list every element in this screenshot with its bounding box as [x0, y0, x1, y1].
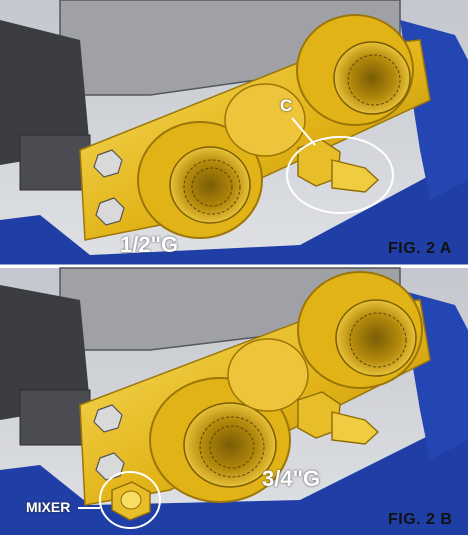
mixer-plug	[111, 481, 151, 521]
middle-boss	[227, 338, 309, 412]
callout-circle	[286, 136, 394, 214]
bracket	[19, 389, 91, 446]
blue-base	[0, 170, 468, 265]
mixer-callout-circle	[99, 471, 161, 529]
port-upper-right	[297, 271, 423, 389]
mixer-label: MIXER	[26, 499, 71, 515]
panel-fig-2b	[0, 267, 468, 535]
middle-boss	[224, 83, 306, 157]
bolt-icon	[93, 149, 125, 226]
callout-leader	[291, 117, 316, 146]
figure-label: FIG. 2 B	[388, 511, 453, 528]
panel-fig-2a	[0, 0, 468, 265]
thread-size-label: 3/4"G	[262, 466, 321, 491]
thread-size-label: 1/2"G	[120, 232, 179, 257]
port-half-inch	[137, 121, 263, 239]
port-upper-right	[296, 14, 414, 126]
hose-nipple	[297, 391, 380, 445]
bolt-icon	[93, 404, 125, 481]
bracket	[19, 134, 91, 191]
dark-pipe	[0, 285, 90, 420]
callout-label: C	[280, 96, 293, 115]
dark-pipe	[0, 20, 90, 165]
figure-label: FIG. 2 A	[388, 240, 452, 257]
